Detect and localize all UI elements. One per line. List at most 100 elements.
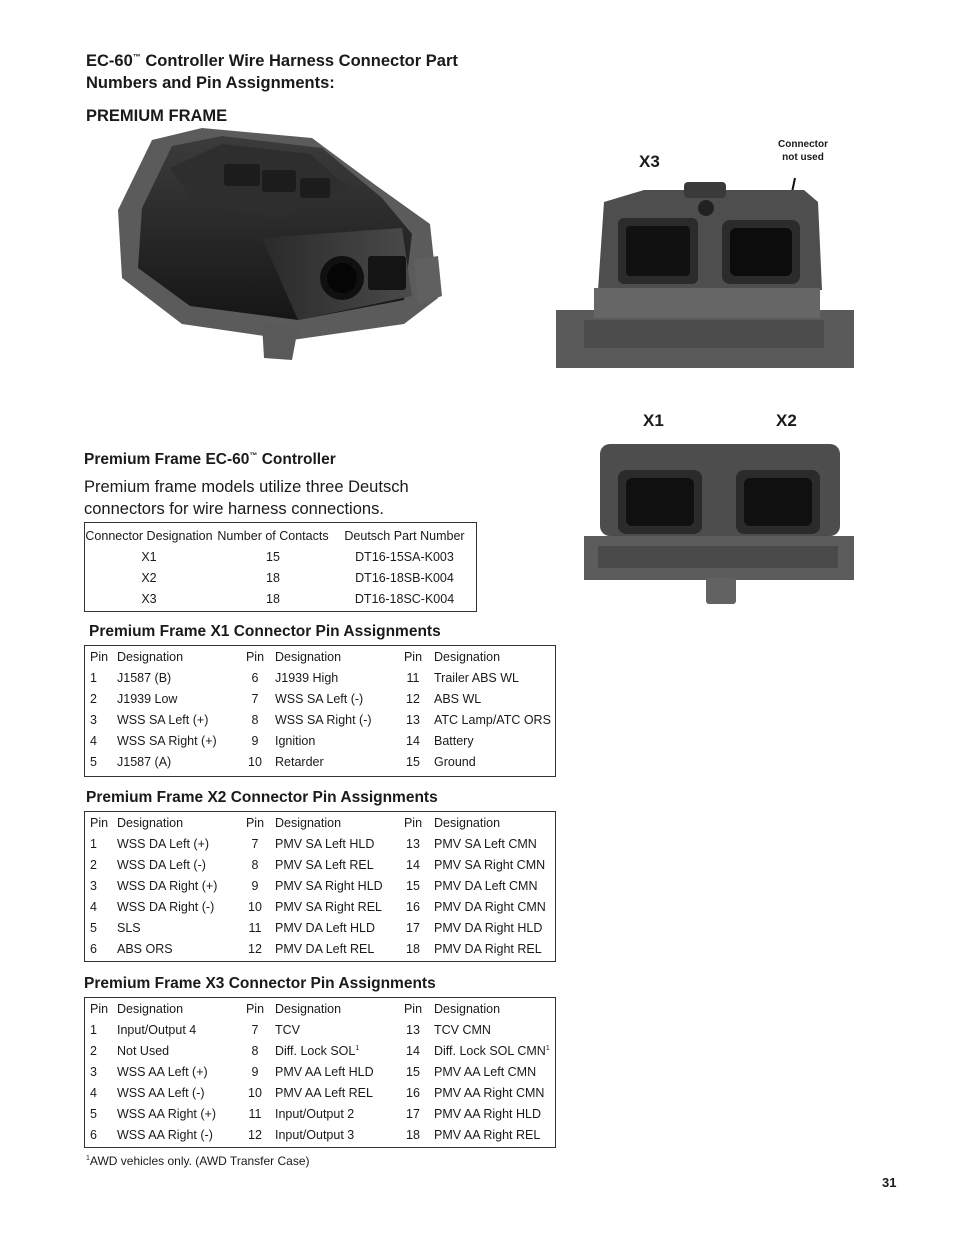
pin-designation: PMV AA Right HLD: [434, 1106, 541, 1121]
pin-designation: PMV SA Right HLD: [275, 878, 383, 893]
footnote-marker: 1: [545, 1044, 550, 1052]
part-number: DT16-18SC-K004: [354, 591, 455, 606]
pin-designation: PMV DA Right REL: [434, 941, 542, 956]
pin-designation: WSS AA Left (+): [117, 1064, 208, 1079]
pin-number: 13: [406, 836, 420, 851]
x2-label: X2: [776, 411, 797, 430]
pin-number: 16: [406, 1085, 420, 1100]
section-title: PREMIUM FRAME: [86, 107, 228, 125]
pin-designation: PMV SA Right REL: [275, 899, 382, 914]
pin-designation: J1939 Low: [117, 691, 178, 706]
pin-designation: Input/Output 4: [117, 1022, 197, 1037]
connector-designation: X3: [141, 591, 157, 606]
part-number: DT16-15SA-K003: [355, 549, 454, 564]
footnote-text: AWD vehicles only. (AWD Transfer Case): [89, 1154, 310, 1168]
pin-designation: PMV AA Left CMN: [434, 1064, 537, 1079]
pin-number: 18: [406, 1127, 420, 1142]
x2-table-title: Premium Frame X2 Connector Pin Assignmen…: [86, 789, 438, 806]
table-header-cell: Designation: [434, 649, 501, 664]
table-header-cell: Designation: [275, 1001, 342, 1016]
pin-number: 11: [406, 670, 420, 685]
pin-number: 17: [406, 1106, 420, 1121]
pin-designation: PMV AA Right CMN: [434, 1085, 545, 1100]
connector-designation: X1: [141, 549, 157, 564]
pin-number: 12: [406, 691, 420, 706]
table-header-cell: Deutsch Part Number: [344, 528, 465, 543]
page-title: EC-60™ Controller Wire Harness Connector…: [86, 52, 458, 92]
contact-count: 18: [266, 570, 280, 585]
pin-number: 9: [251, 733, 259, 748]
pin-designation: WSS AA Right (+): [117, 1106, 216, 1121]
pin-number: 14: [406, 1043, 420, 1058]
pin-designation: Battery: [434, 733, 474, 748]
pin-number: 3: [90, 712, 97, 727]
contact-count: 18: [266, 591, 280, 606]
pin-number: 2: [90, 691, 97, 706]
pin-number: 12: [248, 1127, 262, 1142]
pin-designation: PMV DA Right HLD: [434, 920, 543, 935]
x1-x2-connector-photo: [584, 444, 854, 604]
contact-count: 15: [266, 549, 280, 564]
footnote-marker: 1: [355, 1044, 360, 1052]
pin-number: 17: [406, 920, 420, 935]
table-header-cell: Pin: [245, 649, 265, 664]
pin-designation: WSS SA Right (+): [117, 733, 217, 748]
pin-designation: PMV AA Left HLD: [275, 1064, 374, 1079]
table-header-cell: Pin: [90, 649, 109, 664]
pin-number: 4: [90, 733, 97, 748]
pin-number: 10: [248, 754, 262, 769]
pin-number: 1: [90, 670, 97, 685]
pin-number: 18: [406, 941, 420, 956]
pin-number: 15: [406, 1064, 420, 1079]
table-header-cell: Connector Designation: [85, 528, 213, 543]
pin-designation: PMV AA Right REL: [434, 1127, 541, 1142]
pin-designation: Ignition: [275, 733, 316, 748]
table-row: X1 15 DT16-15SA-K003: [85, 546, 476, 567]
table-header-cell: Designation: [117, 815, 184, 830]
pin-designation: TCV: [275, 1022, 300, 1037]
table-header-cell: Pin: [403, 815, 423, 830]
pin-number: 13: [406, 1022, 420, 1037]
pin-number: 8: [251, 712, 259, 727]
pin-designation: WSS SA Right (-): [275, 712, 372, 727]
table-header-cell: Number of Contacts: [217, 528, 329, 543]
table-header-cell: Designation: [434, 815, 501, 830]
table-header-cell: Designation: [117, 1001, 184, 1016]
pin-designation: WSS DA Right (+): [117, 878, 218, 893]
pin-designation: PMV SA Left CMN: [434, 836, 537, 851]
table-row: X3 18 DT16-18SC-K004: [85, 588, 476, 609]
pin-number: 3: [90, 878, 97, 893]
pin-designation: WSS DA Left (-): [117, 857, 206, 872]
table-header-cell: Pin: [245, 1001, 265, 1016]
x3-connector-photo: [556, 177, 854, 368]
pin-designation: ATC Lamp/ATC ORS: [434, 712, 551, 727]
controller-photo: [118, 128, 442, 360]
controller-subheading: Premium Frame EC-60™ Controller: [84, 450, 336, 468]
pin-number: 1: [90, 836, 97, 851]
pin-number: 15: [406, 754, 420, 769]
pin-designation: PMV DA Left REL: [275, 941, 375, 956]
pin-number: 11: [248, 920, 262, 935]
pin-designation: Ground: [434, 754, 476, 769]
table-header-cell: Pin: [90, 1001, 109, 1016]
connector-not-used-callout: Connector not used: [778, 139, 828, 163]
table-header-cell: Designation: [434, 1001, 501, 1016]
pin-number: 7: [251, 691, 259, 706]
table-header-cell: Pin: [245, 815, 265, 830]
x1-label: X1: [643, 411, 664, 430]
table-header-cell: Pin: [403, 649, 423, 664]
pin-designation: Diff. Lock SOL: [275, 1043, 356, 1058]
pin-designation: J1939 High: [275, 670, 339, 685]
pin-number: 16: [406, 899, 420, 914]
